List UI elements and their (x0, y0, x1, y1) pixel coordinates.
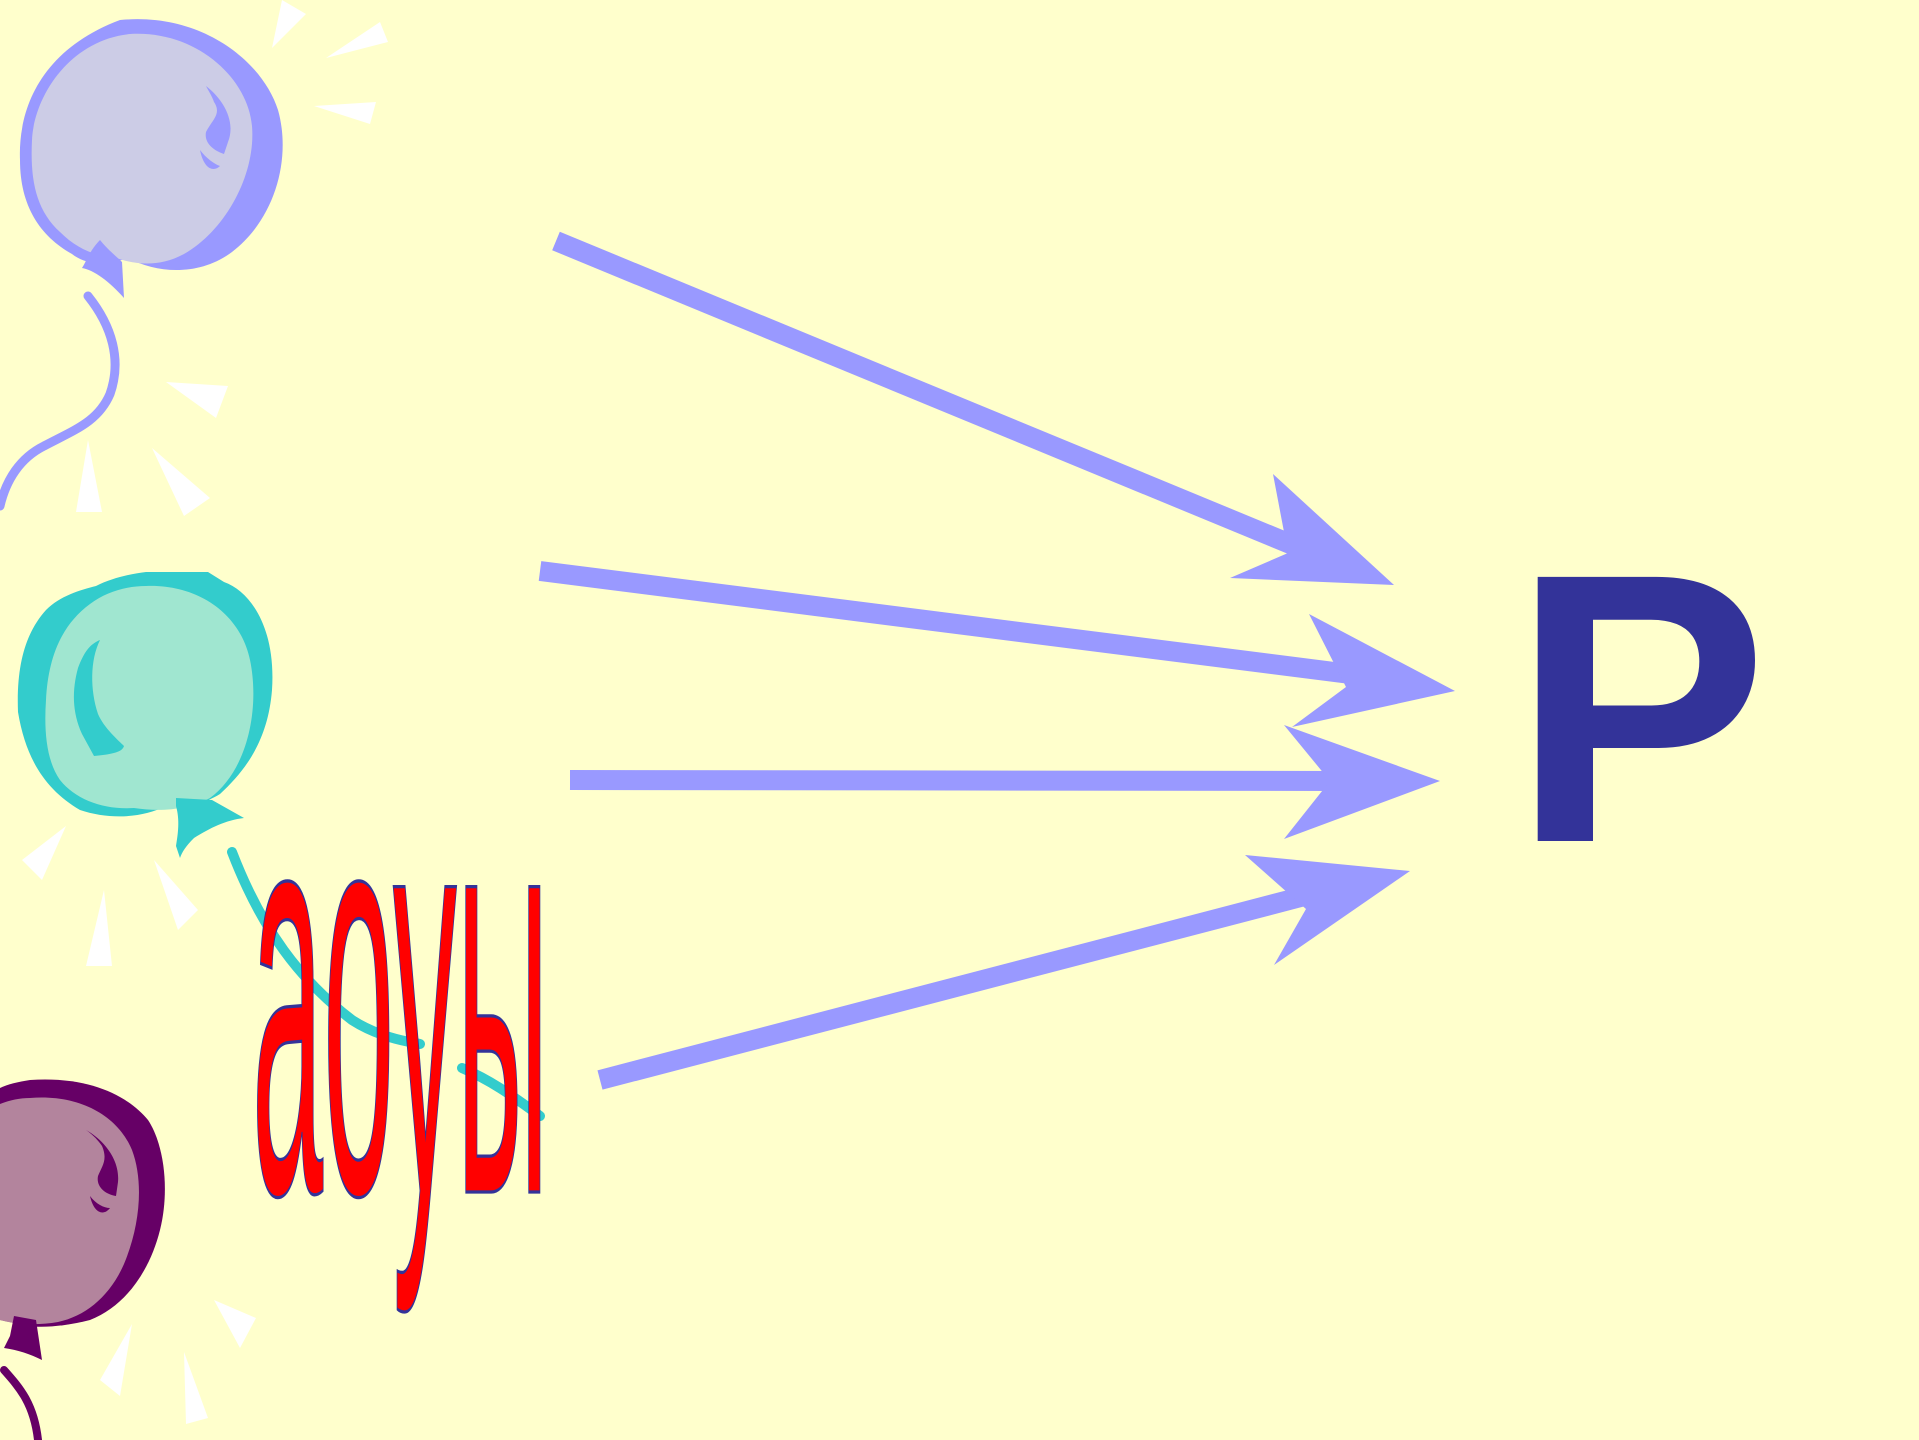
balloon-string (0, 1366, 42, 1440)
arrow-2 (538, 561, 1455, 727)
arrow-3 (569, 725, 1440, 839)
balloon-body (31, 33, 253, 264)
balloon-sparkles (22, 826, 198, 966)
balloon-knot (176, 798, 244, 858)
balloon-sparkles (76, 0, 388, 516)
balloon-string (0, 291, 120, 511)
balloon-highlight (73, 640, 124, 756)
arrow-4 (597, 855, 1410, 1090)
balloon-knot (82, 240, 124, 298)
arrow-1 (552, 231, 1394, 585)
middle-balloon (17, 572, 545, 1121)
top-balloon (0, 0, 388, 516)
lowercase-word: аоуы (252, 671, 549, 1319)
balloon-body (0, 1097, 139, 1325)
balloon-sparkles (100, 1300, 256, 1424)
bottom-balloon (0, 1079, 256, 1440)
arrows (538, 231, 1455, 1090)
balloon-string (227, 847, 545, 1121)
capital-letter: Р (1512, 494, 1768, 923)
balloon-highlight (86, 1130, 119, 1213)
balloon-knot (4, 1316, 42, 1360)
balloon-highlight (200, 86, 231, 169)
